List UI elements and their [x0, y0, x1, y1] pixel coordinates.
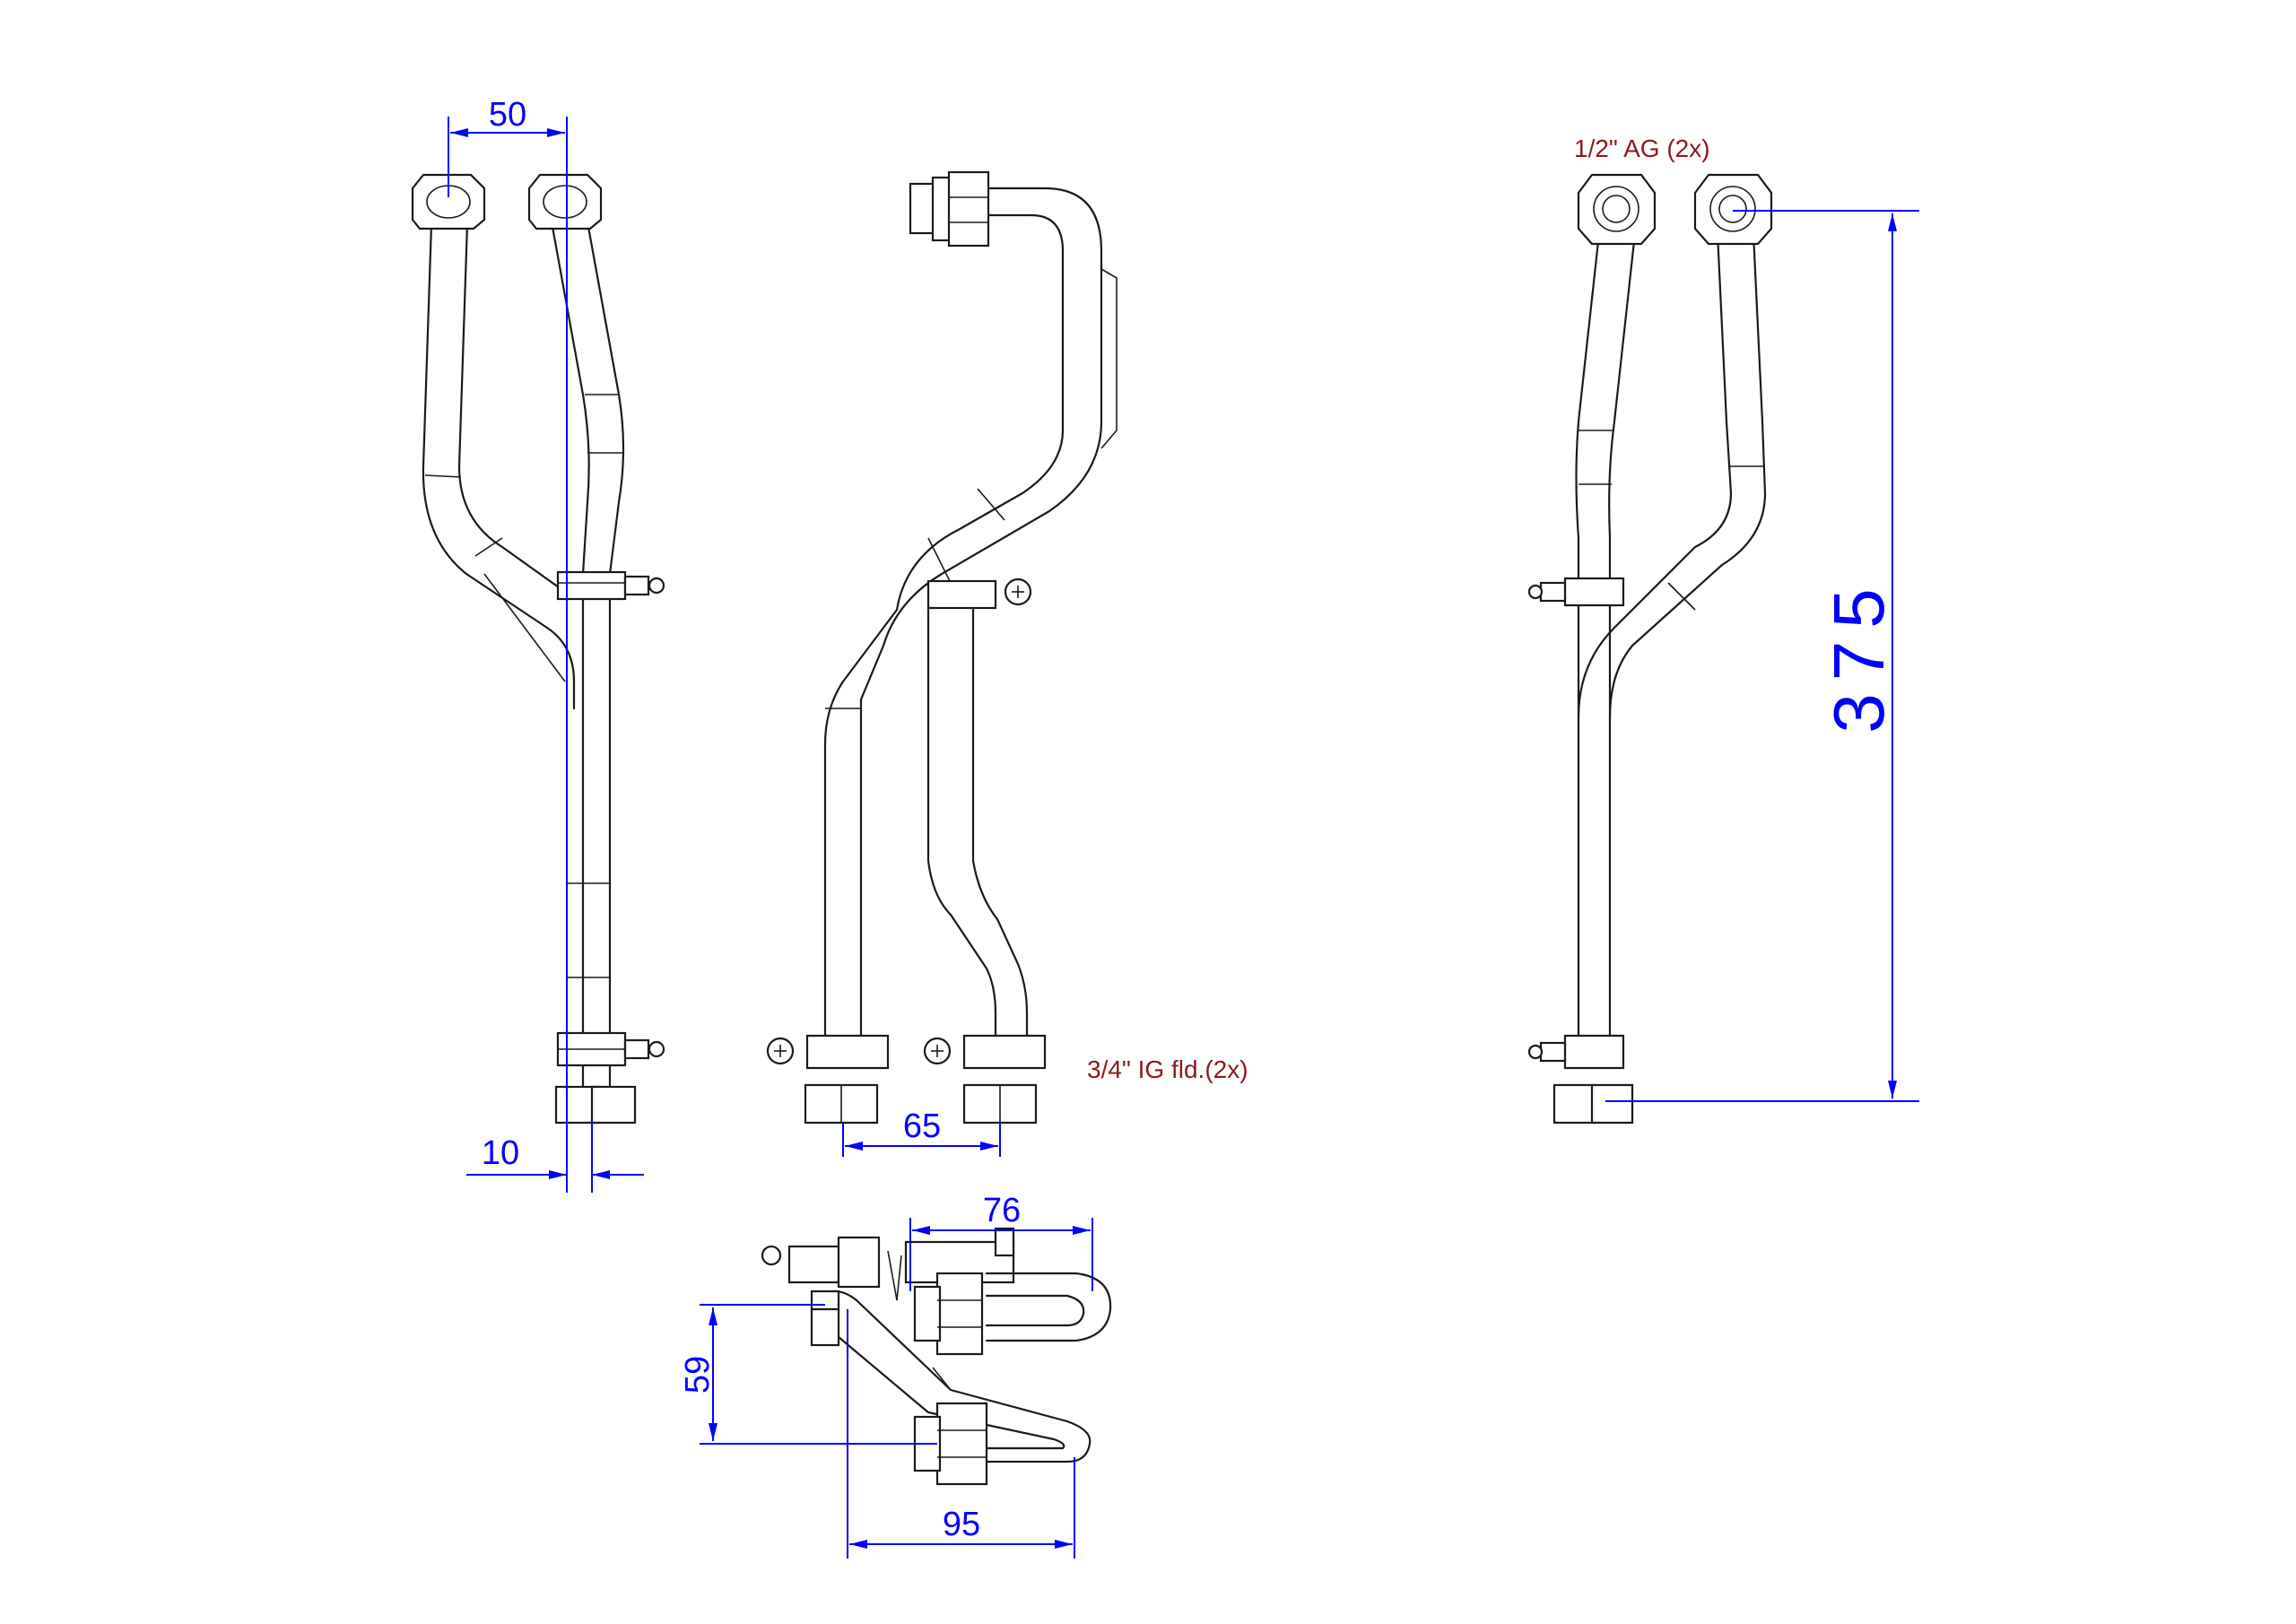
dimension-front-offset: 10 — [466, 1121, 644, 1193]
dimension-top-width-label: 76 — [983, 1192, 1021, 1229]
front-view — [411, 173, 665, 1125]
dimension-top-length-label: 95 — [943, 1506, 980, 1543]
dimension-top-depth: 59 — [679, 1304, 937, 1445]
dimension-side-spacing-label: 65 — [903, 1107, 941, 1145]
top-view — [761, 1227, 1112, 1486]
dimension-top-depth-label: 59 — [679, 1356, 717, 1394]
inlet-thread-note: 3/4" IG fld.(2x) — [1087, 1055, 1248, 1083]
dimension-front-offset-label: 10 — [482, 1134, 519, 1172]
back-view — [1527, 173, 1773, 1125]
dimension-height: 375 — [1605, 210, 1919, 1102]
dimension-top-length: 95 — [847, 1309, 1075, 1559]
outlet-thread-note: 1/2" AG (2x) — [1574, 135, 1710, 162]
dimension-front-width-label: 50 — [489, 96, 526, 134]
dimension-top-width: 76 — [909, 1192, 1093, 1291]
dimension-side-spacing: 65 — [842, 1107, 1001, 1157]
side-view — [766, 170, 1118, 1125]
dimension-height-label: 375 — [1819, 576, 1899, 733]
dimension-front-width: 50 — [448, 96, 568, 1193]
